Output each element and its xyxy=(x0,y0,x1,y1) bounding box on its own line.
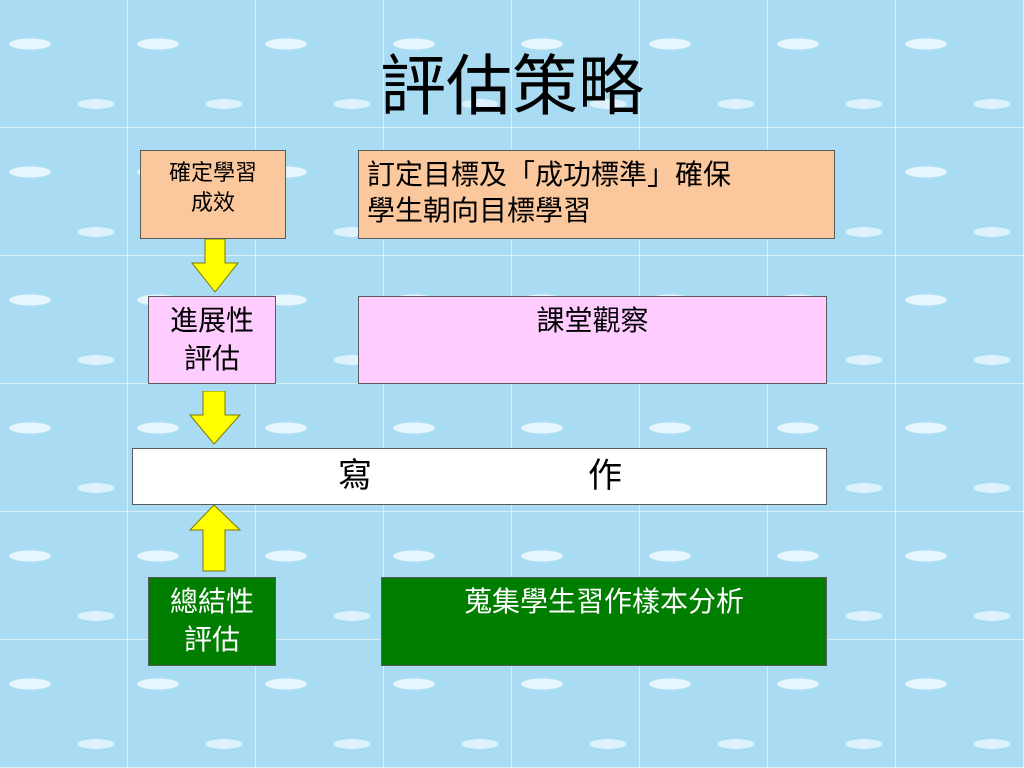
writing-char: 作 xyxy=(588,456,622,496)
arrow-shape xyxy=(188,391,242,445)
stage-label-line: 確定學習 xyxy=(168,161,257,186)
stage-label-line: 成效 xyxy=(190,191,235,216)
stage-formative-assessment: 進展性 評估 xyxy=(148,296,276,384)
up-arrow xyxy=(188,504,242,572)
description-line: 學生朝向目標學習 xyxy=(367,194,592,227)
description-line: 課堂觀察 xyxy=(536,304,649,337)
description-success-criteria: 訂定目標及「成功標準」確保 學生朝向目標學習 xyxy=(358,150,835,239)
stage-learning-outcomes: 確定學習 成效 xyxy=(140,150,286,239)
arrow-shape xyxy=(188,504,242,572)
description-line: 蒐集學生習作樣本分析 xyxy=(463,585,744,618)
stage-label-line: 進展性 xyxy=(169,304,254,337)
down-arrow-1 xyxy=(190,239,240,293)
arrow-shape xyxy=(190,239,240,293)
stage-label-line: 總結性 xyxy=(169,585,254,618)
writing-bar: 寫 作 xyxy=(132,448,827,505)
down-arrow-2 xyxy=(188,391,242,445)
stage-label-line: 評估 xyxy=(183,342,240,375)
writing-char: 寫 xyxy=(338,456,372,496)
stage-label-line: 評估 xyxy=(183,623,240,656)
description-line: 訂定目標及「成功標準」確保 xyxy=(367,158,732,191)
stage-summative-assessment: 總結性 評估 xyxy=(148,577,276,666)
slide-title: 評估策略 xyxy=(380,48,644,125)
description-classroom-observation: 課堂觀察 xyxy=(358,296,827,384)
description-work-sample-analysis: 蒐集學生習作樣本分析 xyxy=(381,577,827,666)
